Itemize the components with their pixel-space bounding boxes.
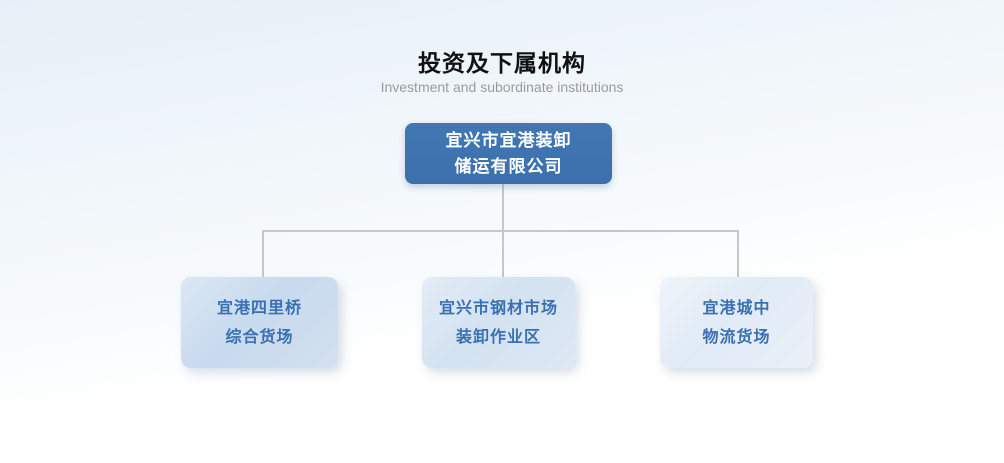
connector-middle-stub [502, 232, 504, 277]
org-node-child-3-line-1: 宜港城中 [702, 299, 771, 317]
org-node-child-3-line-2: 物流货场 [702, 328, 771, 346]
org-node-root-line-1: 宜兴市宜港装卸 [445, 130, 572, 150]
org-node-child-1-line-2: 综合货场 [225, 328, 294, 346]
org-node-root: 宜兴市宜港装卸 储运有限公司 [405, 123, 612, 184]
org-node-child-1: 宜港四里桥 综合货场 [181, 277, 338, 368]
connector-right-stub [737, 232, 739, 277]
org-node-child-2-line-2: 装卸作业区 [455, 328, 541, 346]
connector-root-stub [502, 184, 504, 230]
page-subtitle: Investment and subordinate institutions [380, 79, 624, 95]
org-node-child-2: 宜兴市钢材市场 装卸作业区 [422, 277, 575, 368]
connector-horizontal [262, 230, 739, 232]
org-node-root-line-2: 储运有限公司 [454, 156, 563, 176]
connector-left-stub [262, 232, 264, 277]
org-node-child-1-line-1: 宜港四里桥 [216, 299, 302, 317]
org-node-child-3: 宜港城中 物流货场 [660, 277, 813, 368]
org-node-child-2-line-1: 宜兴市钢材市场 [438, 299, 558, 317]
page-title: 投资及下属机构 [418, 50, 586, 76]
